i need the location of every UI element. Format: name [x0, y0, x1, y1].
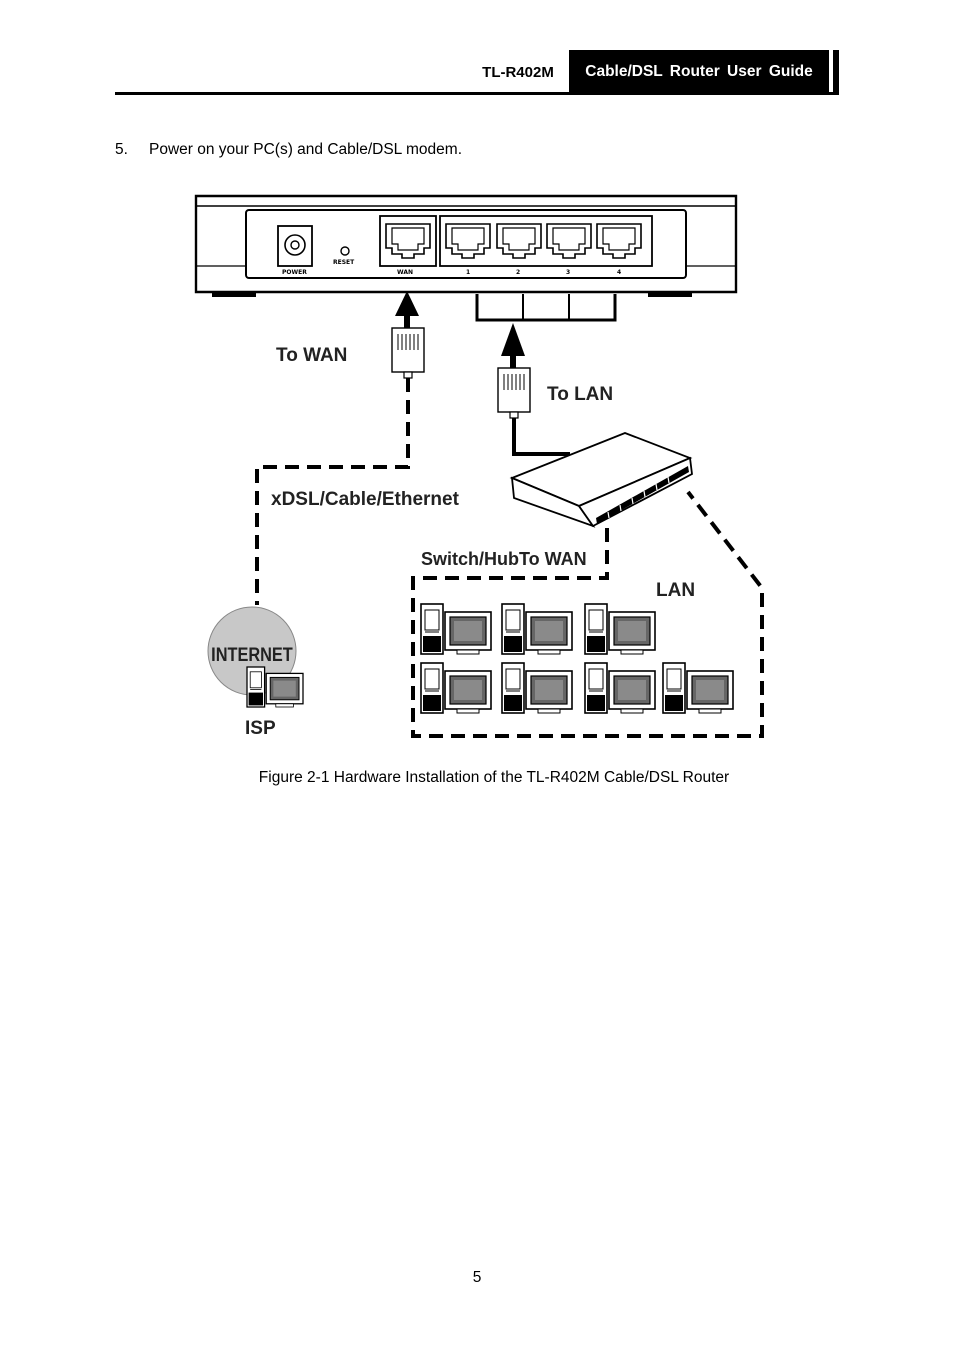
pc-icon — [584, 662, 656, 714]
port-label-reset: RESET — [333, 259, 355, 266]
figure-caption: Figure 2-1 Hardware Installation of the … — [258, 769, 730, 786]
pc-icon — [501, 603, 573, 655]
pc-icon — [420, 603, 492, 655]
pc-icon — [584, 603, 656, 655]
router: POWER RESET WAN 1 2 3 4 — [194, 194, 738, 297]
port-label-4: 4 — [617, 269, 621, 276]
lan-pcs — [420, 603, 734, 714]
port-label-2: 2 — [516, 269, 520, 276]
port-label-1: 1 — [466, 269, 470, 276]
step-5: 5. Power on your PC(s) and Cable/DSL mode… — [115, 141, 462, 159]
label-lan: LAN — [656, 580, 695, 601]
wan-plug-icon — [391, 327, 425, 379]
step-text: Power on your PC(s) and Cable/DSL modem. — [149, 141, 463, 158]
pc-icon — [501, 662, 573, 714]
header-model: TL-R402M — [482, 63, 554, 81]
reset-hole-icon — [340, 246, 350, 256]
lan-port-4-icon — [596, 223, 642, 259]
lan-port-1-icon — [445, 223, 491, 259]
pc-icon — [662, 662, 734, 714]
header-title: Cable/DSL Router User Guide — [569, 50, 829, 94]
port-label-wan: WAN — [397, 269, 413, 276]
label-to-wan: To WAN — [276, 345, 347, 366]
lan-plug-icon — [497, 367, 531, 419]
lan-port-3-icon — [546, 223, 592, 259]
lan-cable — [497, 323, 570, 456]
wan-port-icon — [385, 223, 431, 259]
lan-enclosure — [411, 490, 764, 738]
header-rule — [115, 92, 839, 95]
header-edge-bar — [833, 50, 839, 94]
label-to-lan: To LAN — [547, 384, 613, 405]
lan-arrow-icon — [501, 323, 525, 356]
wan-arrow-icon — [395, 291, 419, 316]
internet-cloud-icon: INTERNET — [207, 606, 304, 708]
step-number: 5. — [115, 141, 128, 158]
power-jack-icon — [277, 225, 313, 267]
wan-cable — [255, 291, 425, 605]
switch-hub-icon — [509, 432, 693, 528]
lan-bracket — [475, 294, 617, 322]
pc-icon — [420, 662, 492, 714]
page-number: 5 — [472, 1269, 482, 1286]
isp-pc-icon — [246, 666, 304, 708]
label-switch-hub: Switch/HubTo WAN — [421, 549, 587, 569]
hardware-installation-figure: POWER RESET WAN 1 2 3 4 — [194, 194, 764, 739]
port-label-power: POWER — [282, 269, 307, 276]
internet-label: INTERNET — [211, 644, 293, 665]
lan-port-2-icon — [496, 223, 542, 259]
port-label-3: 3 — [566, 269, 570, 276]
label-xdsl: xDSL/Cable/Ethernet — [271, 489, 460, 510]
label-isp: ISP — [245, 718, 276, 739]
